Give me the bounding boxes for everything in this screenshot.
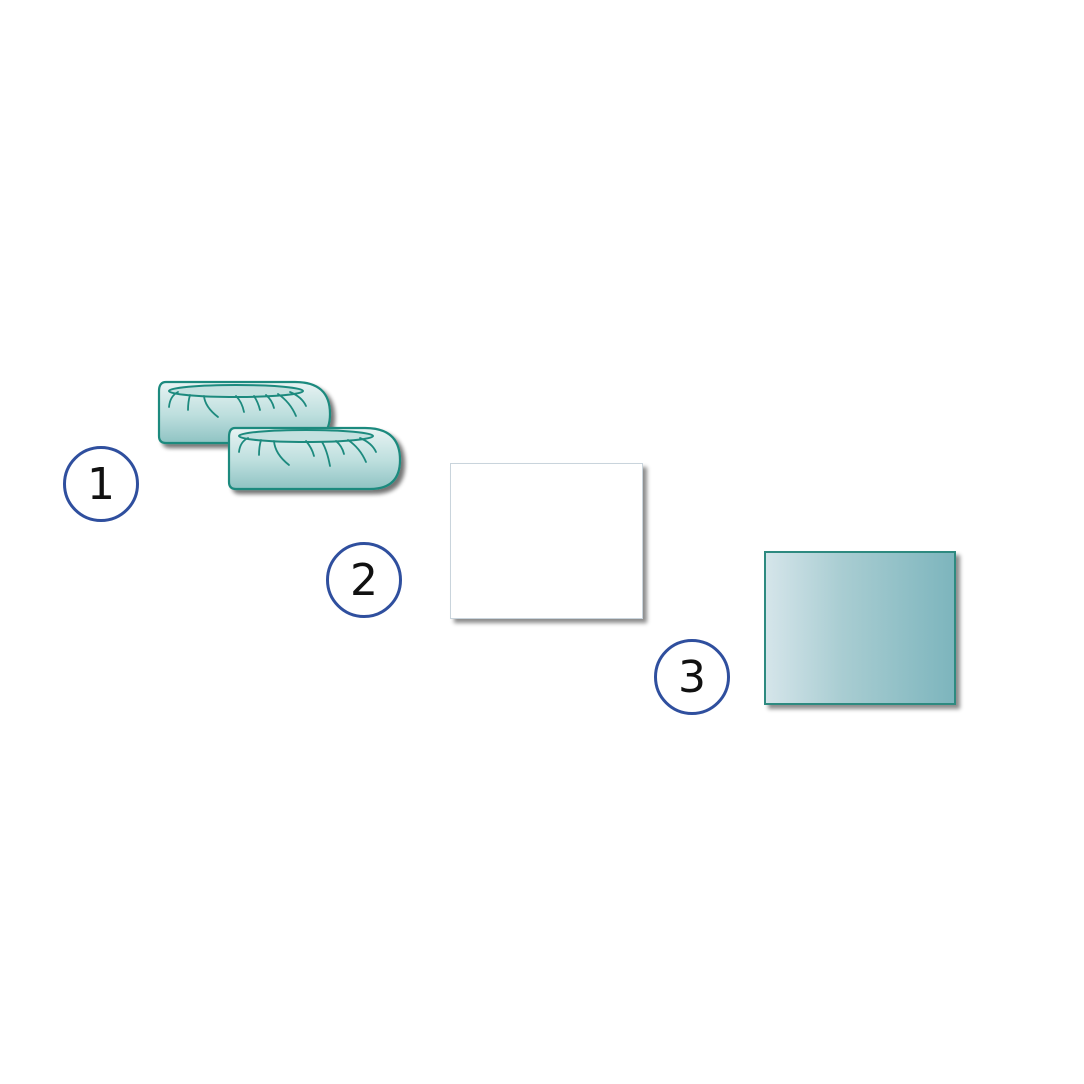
teal-pad-icon [764, 551, 956, 705]
white-pad-icon [450, 463, 643, 619]
step-number-1: 1 [63, 446, 139, 522]
step-number-2: 2 [326, 542, 402, 618]
shoe-covers-pair-icon [157, 380, 402, 491]
step-number-3: 3 [654, 639, 730, 715]
shoe-cover-front [227, 426, 402, 491]
